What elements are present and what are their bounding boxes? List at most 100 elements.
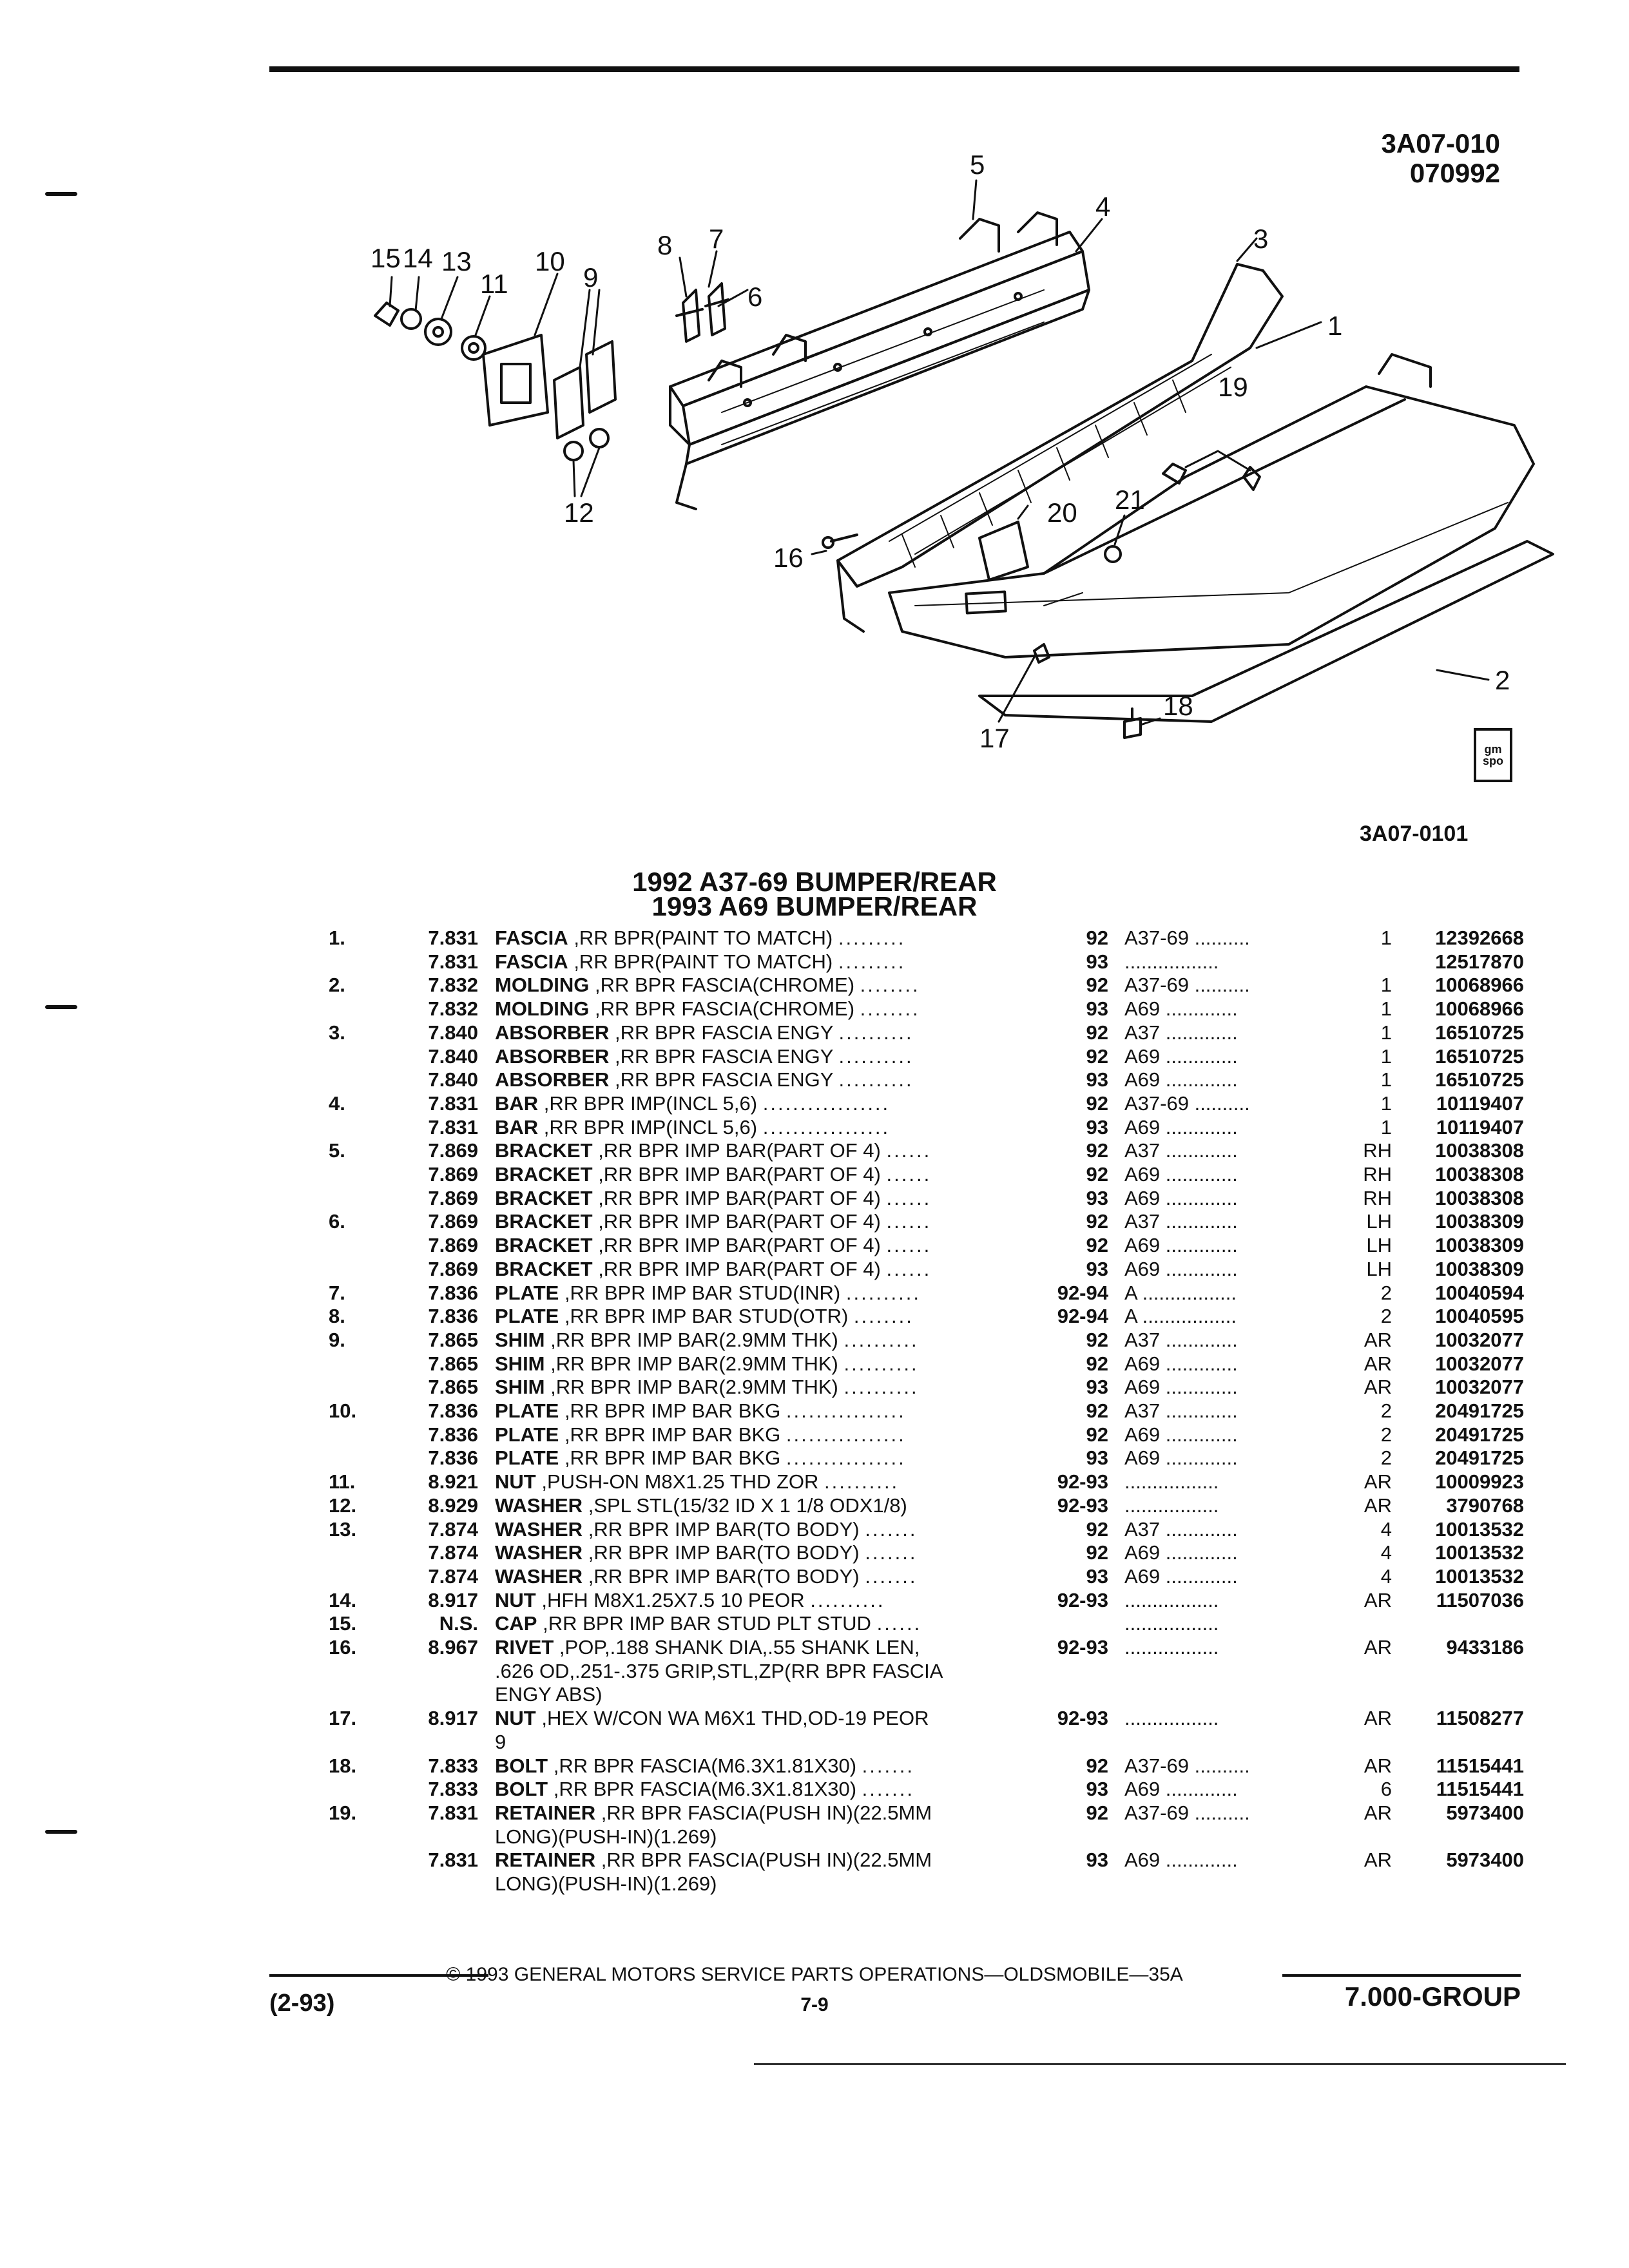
quantity: 1 (1380, 974, 1392, 997)
group-number: 7.836 (428, 1305, 478, 1328)
gm-spo-logo: gm spo (1474, 728, 1512, 782)
model-year: 92 (1086, 1163, 1108, 1186)
model-year: 92 (1086, 1328, 1108, 1351)
part-detail: ,RR BPR IMP BAR(PART OF 4) (598, 1186, 881, 1209)
quantity: LH (1366, 1234, 1392, 1257)
group-number: 7.840 (428, 1068, 478, 1091)
part-description: FASCIA ,RR BPR(PAINT TO MATCH) ......... (495, 950, 1023, 974)
quantity: 2 (1380, 1423, 1392, 1446)
model-code: A69 ............. (1124, 1423, 1238, 1446)
small-fasteners (374, 302, 610, 461)
section-title-1993: 1993 A69 BUMPER/REAR (651, 891, 978, 921)
part-number: 11515441 (1436, 1754, 1524, 1777)
leader-dots: .......... (843, 1352, 919, 1375)
leader-dots: ........ (853, 1305, 914, 1328)
group-number: 7.832 (428, 997, 478, 1021)
part-name: MOLDING (495, 974, 590, 997)
margin-mark (45, 1830, 77, 1834)
part-number: 9433186 (1446, 1636, 1524, 1658)
quantity: AR (1364, 1470, 1392, 1494)
part-description-continued: ENGY ABS) (495, 1683, 602, 1706)
part-number: 10038308 (1435, 1186, 1524, 1209)
model-code: A37 ............. (1124, 1328, 1238, 1351)
part-detail: ,HEX W/CON WA M6X1 THD,OD-19 PEOR (541, 1707, 929, 1730)
part-description: WASHER ,RR BPR IMP BAR(TO BODY) ....... (495, 1517, 1023, 1541)
part-detail: ,RR BPR FASCIA(M6.3X1.81X30) (553, 1778, 857, 1801)
part-description: RETAINER ,RR BPR FASCIA(PUSH IN)(22.5MM (495, 1848, 1023, 1872)
quantity: 2 (1380, 1399, 1392, 1422)
part-description: FASCIA ,RR BPR(PAINT TO MATCH) ......... (495, 926, 1023, 950)
part-number: 10038308 (1435, 1139, 1524, 1162)
model-year: 92 (1086, 1234, 1108, 1257)
part-number: 10032077 (1435, 1352, 1524, 1375)
leader-dots: ................. (762, 1091, 891, 1115)
group-number: 8.917 (428, 1707, 478, 1730)
callout-19: 19 (1218, 372, 1248, 402)
model-year: 92 (1086, 1801, 1108, 1824)
item-number: 15. (329, 1612, 357, 1635)
callout-7: 7 (709, 224, 724, 254)
model-year: 93 (1086, 1186, 1108, 1209)
fascia-molding (978, 540, 1554, 723)
quantity: 2 (1380, 1281, 1392, 1304)
impact-bar (669, 231, 1090, 510)
leader-dots: ....... (865, 1541, 918, 1564)
model-code: A37-69 .......... (1124, 974, 1250, 997)
group-number: 7.869 (428, 1210, 478, 1233)
leader-dots: ...... (886, 1234, 932, 1257)
part-number: 12517870 (1435, 950, 1524, 973)
model-code: ................. (1124, 1494, 1219, 1517)
item-number: 18. (329, 1754, 357, 1777)
model-code: A37 ............. (1124, 1021, 1238, 1044)
model-year: 92-93 (1057, 1707, 1108, 1730)
leader-dots: .......... (810, 1588, 885, 1611)
part-number: 10013532 (1435, 1564, 1524, 1588)
model-code: A69 ............. (1124, 1446, 1238, 1470)
part-detail: ,HFH M8X1.25X7.5 10 PEOR (541, 1588, 805, 1611)
part-name: BOLT (495, 1754, 548, 1777)
model-code: ................. (1124, 1612, 1219, 1635)
callout-2: 2 (1495, 665, 1510, 695)
group-number: 7.833 (428, 1778, 478, 1801)
callout-12: 12 (564, 497, 594, 528)
item-number: 9. (329, 1328, 345, 1351)
illustration-reference: 3A07-010 070992 (1382, 129, 1500, 188)
model-code: A69 ............. (1124, 1778, 1238, 1801)
model-year: 92-93 (1057, 1588, 1108, 1611)
model-year: 92 (1086, 1423, 1108, 1446)
part-detail: ,RR BPR FASCIA(PUSH IN)(22.5MM (601, 1849, 932, 1872)
group-number: 7.836 (428, 1281, 478, 1304)
model-code: A69 ............. (1124, 1234, 1238, 1257)
part-number: 12392668 (1435, 927, 1524, 949)
bolts-and-retainers (822, 463, 1261, 739)
bar-brackets (708, 211, 1058, 388)
group-number: 7.836 (428, 1446, 478, 1470)
part-name: SHIM (495, 1376, 545, 1399)
item-number: 14. (329, 1588, 357, 1611)
quantity: AR (1364, 1376, 1392, 1399)
part-number: 11507036 (1436, 1588, 1524, 1611)
part-detail: ,RR BPR IMP BAR(2.9MM THK) (550, 1328, 838, 1351)
model-year: 92 (1086, 1517, 1108, 1541)
part-description: NUT ,HEX W/CON WA M6X1 THD,OD-19 PEOR (495, 1706, 1023, 1730)
part-name: PLATE (495, 1423, 559, 1446)
part-detail: ,RR BPR IMP BAR STUD(INR) (564, 1281, 841, 1304)
callout-14: 14 (403, 243, 433, 273)
group-number: 7.865 (428, 1328, 478, 1351)
footer-rule-right (1282, 1974, 1521, 1977)
part-number: 10068966 (1435, 974, 1524, 997)
model-code: A69 ............. (1124, 1352, 1238, 1375)
part-description: PLATE ,RR BPR IMP BAR STUD(INR) ........… (495, 1281, 1023, 1305)
model-year: 92-93 (1057, 1470, 1108, 1494)
part-number: 16510725 (1435, 1021, 1524, 1044)
group-number: 7.865 (428, 1376, 478, 1399)
part-number: 10040595 (1435, 1305, 1524, 1328)
part-description: BRACKET ,RR BPR IMP BAR(PART OF 4) .....… (495, 1139, 1023, 1162)
model-code: A37 ............. (1124, 1139, 1238, 1162)
part-description: RETAINER ,RR BPR FASCIA(PUSH IN)(22.5MM (495, 1801, 1023, 1825)
quantity: LH (1366, 1210, 1392, 1233)
quantity: 6 (1380, 1778, 1392, 1801)
callout-18: 18 (1163, 691, 1193, 721)
leader-dots: ...... (886, 1257, 932, 1280)
quantity: RH (1363, 1139, 1392, 1162)
